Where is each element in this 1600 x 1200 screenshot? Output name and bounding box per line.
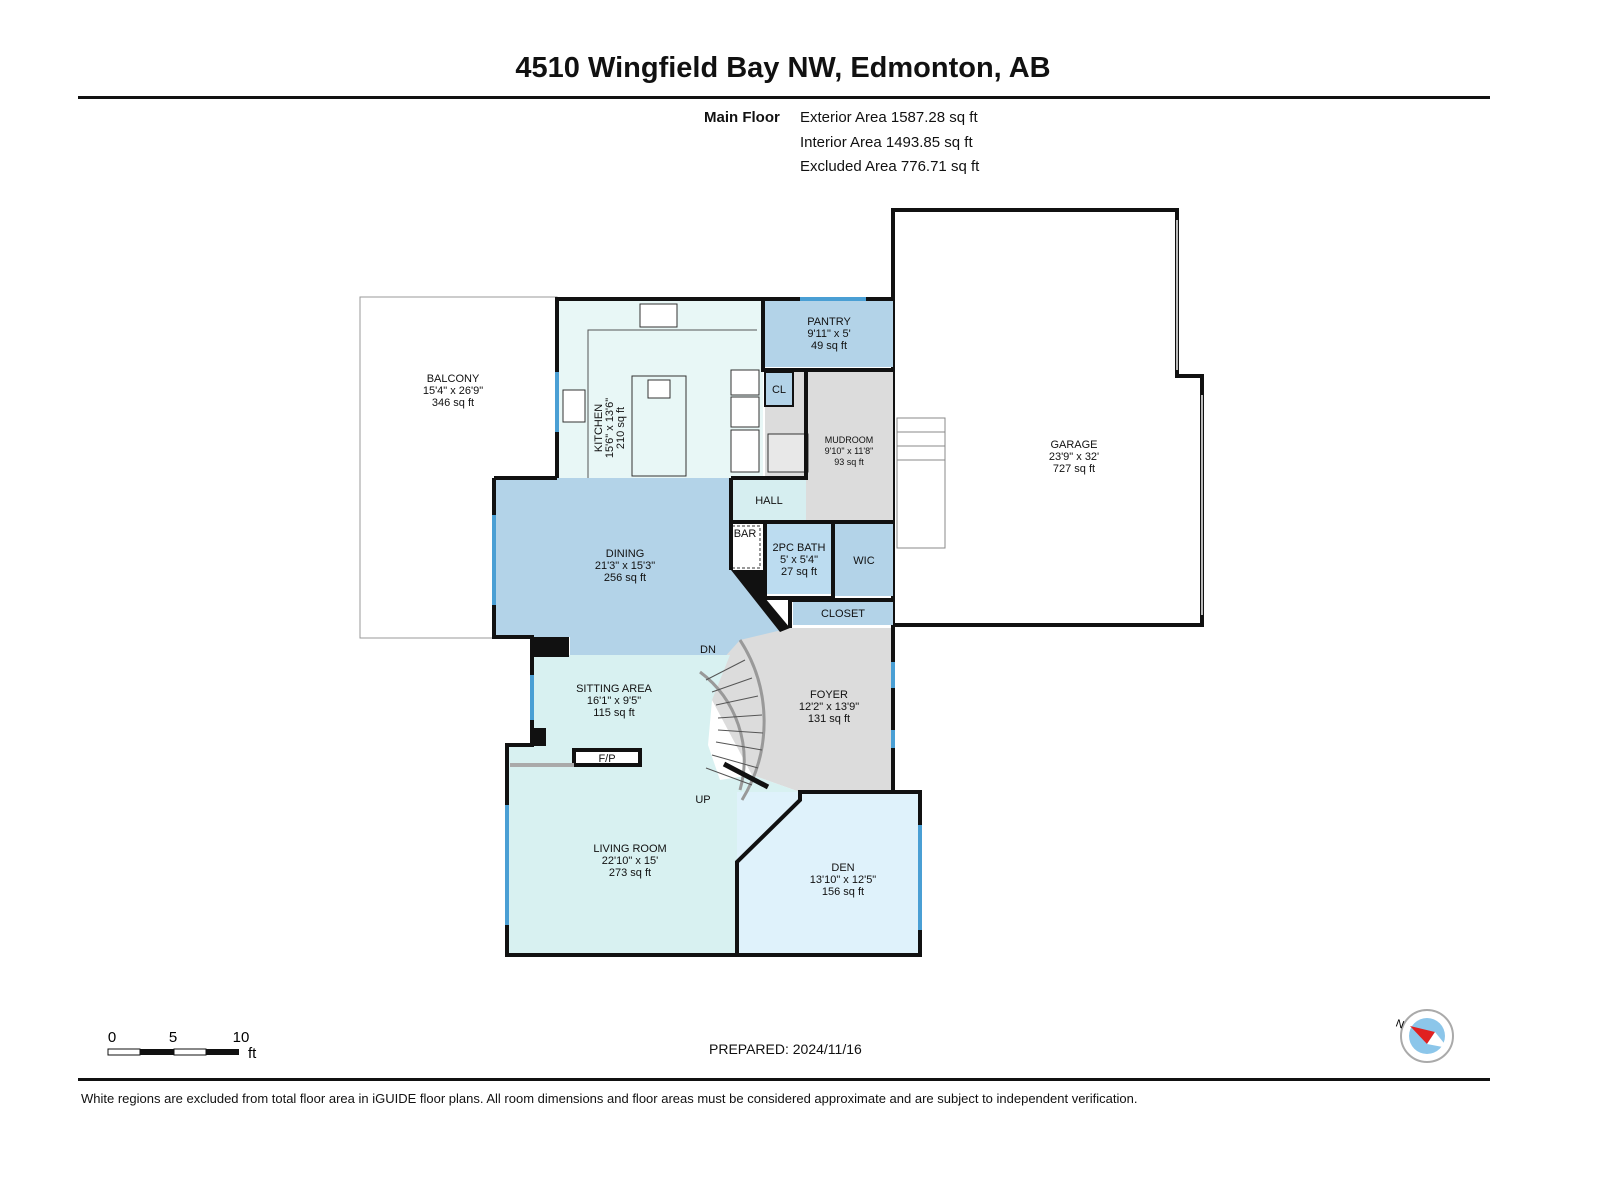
pantry-room — [765, 299, 893, 367]
pantry-dims: 9'11" x 5' — [807, 328, 850, 340]
hall-name: HALL — [755, 495, 783, 507]
wall-pillar-2 — [532, 728, 546, 746]
header-divider — [78, 96, 1490, 99]
bar-area — [731, 525, 761, 569]
compass-icon: N — [1394, 1009, 1454, 1063]
laundry-sink-icon — [767, 433, 809, 473]
living-dims: 22'10" x 15' — [602, 855, 658, 867]
wic-room — [835, 524, 893, 596]
pantry-name: PANTRY — [807, 316, 851, 328]
sitting-area-room — [532, 655, 730, 745]
living-name: LIVING ROOM — [593, 843, 666, 855]
windows — [492, 297, 922, 930]
wic-name: WIC — [853, 555, 874, 567]
mudroom-dims: 9'10" x 11'8" — [825, 446, 874, 456]
compass-north: N — [1394, 1018, 1406, 1032]
dining-name: DINING — [606, 548, 645, 560]
den-name: DEN — [831, 862, 854, 874]
interior-area: Interior Area 1493.85 sq ft — [800, 133, 973, 151]
footer-disclaimer: White regions are excluded from total fl… — [81, 1091, 1138, 1106]
pantry-area: 49 sq ft — [811, 340, 847, 352]
mudroom-area: 93 sq ft — [834, 457, 864, 467]
fireplace — [572, 748, 642, 767]
exterior-area: Exterior Area 1587.28 sq ft — [800, 109, 978, 126]
dining-area: 256 sq ft — [604, 572, 646, 584]
page-title: 4510 Wingfield Bay NW, Edmonton, AB — [515, 52, 1051, 84]
scale-tick-0: 0 — [108, 1029, 116, 1046]
balcony-dims: 15'4" x 26'9" — [423, 385, 483, 397]
garage-name: GARAGE — [1050, 439, 1097, 451]
oven — [730, 396, 760, 428]
footer-divider — [78, 1078, 1490, 1081]
wall-corner — [731, 570, 790, 632]
foyer-room — [712, 628, 893, 792]
bath-name: 2PC BATH — [773, 542, 826, 554]
prepared-date: PREPARED: 2024/11/16 — [709, 1041, 862, 1057]
den-dims: 13'10" x 12'5" — [810, 874, 877, 886]
scale-unit: ft — [248, 1045, 257, 1062]
foyer-area: 131 sq ft — [808, 713, 850, 725]
bath-area: 27 sq ft — [781, 566, 817, 578]
sink-icon — [647, 379, 671, 399]
scale-tick-10: 10 — [233, 1029, 250, 1046]
wall-pillar — [532, 637, 569, 657]
stove-icon — [639, 303, 678, 328]
den-room — [737, 792, 920, 955]
svg-text:KITCHEN15'6" x 13'6"210 sq ft: KITCHEN15'6" x 13'6"210 sq ft — [593, 398, 627, 458]
excluded-area: Excluded Area 776.71 sq ft — [800, 158, 980, 175]
dining-room — [494, 478, 790, 655]
bath-dims: 5' x 5'4" — [780, 554, 818, 566]
closet-name: CLOSET — [821, 608, 865, 620]
pantry-cabinet — [730, 429, 760, 473]
floor-label: Main Floor — [704, 109, 780, 126]
stairs-down-label: DN — [700, 644, 716, 656]
sitting-name: SITTING AREA — [576, 683, 652, 695]
garage-dims: 23'9" x 32' — [1049, 451, 1099, 463]
balcony-area: 346 sq ft — [432, 397, 474, 409]
sitting-dims: 16'1" x 9'5" — [587, 695, 641, 707]
closet-room — [793, 600, 893, 625]
sitting-area: 115 sq ft — [593, 707, 634, 719]
foyer-name: FOYER — [810, 689, 848, 701]
living-area: 273 sq ft — [609, 867, 651, 879]
cl-name: CL — [772, 384, 786, 396]
kitchen-name: KITCHEN — [593, 404, 605, 452]
fridge — [730, 369, 760, 396]
fireplace-label: F/P — [598, 753, 615, 765]
mudroom-name: MUDROOM — [825, 435, 874, 445]
garage-steps — [896, 417, 946, 549]
living-room — [507, 745, 800, 955]
scale-bar: 0 5 10 ft — [107, 1029, 257, 1062]
bar-name: BAR — [734, 528, 757, 540]
bath-room — [765, 524, 832, 594]
balcony-name: BALCONY — [427, 373, 480, 385]
den-area: 156 sq ft — [822, 886, 864, 898]
kitchen-counter — [587, 329, 757, 478]
curved-staircase — [699, 639, 770, 801]
kitchen-sink-icon — [562, 389, 586, 423]
hall-room — [733, 480, 806, 520]
stairs-up-label: UP — [695, 794, 710, 806]
scale-tick-5: 5 — [169, 1029, 177, 1046]
foyer-dims: 12'2" x 13'9" — [799, 701, 859, 713]
kitchen-area: 210 sq ft — [615, 407, 627, 449]
kitchen-dims: 15'6" x 13'6" — [604, 398, 616, 458]
garage-area: 727 sq ft — [1053, 463, 1095, 475]
dining-dims: 21'3" x 15'3" — [595, 560, 655, 572]
